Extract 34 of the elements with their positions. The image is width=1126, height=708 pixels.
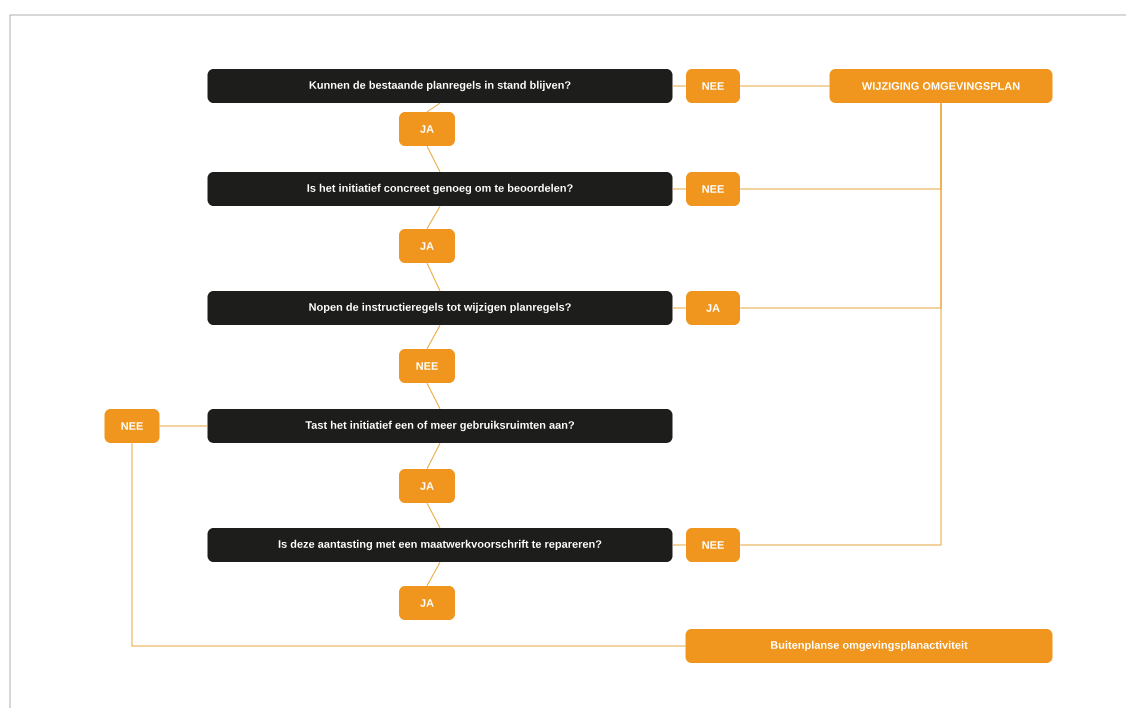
connector-line	[426, 442, 441, 470]
answer-box: JA	[399, 469, 455, 503]
question-box: Is het initiatief concreet genoeg om te beoordelen?	[207, 172, 673, 206]
connector-line	[426, 382, 441, 410]
answer-box: JA	[399, 229, 455, 263]
connector-line	[672, 85, 687, 87]
question-box: Kunnen de bestaande planregels in stand blijven?	[207, 69, 673, 103]
connector-line	[426, 102, 441, 113]
question-box: Tast het initiatief een of meer gebruiksruimten aan?	[207, 409, 673, 443]
connector-line	[426, 145, 441, 173]
answer-box: NEE	[399, 349, 455, 383]
connector-line	[426, 324, 441, 350]
connector-line	[672, 188, 687, 190]
answer-box: JA	[686, 291, 740, 325]
connector-line	[739, 85, 830, 87]
connector-line	[672, 307, 687, 309]
connector-line	[426, 205, 441, 230]
connector-line	[426, 262, 441, 292]
connector-line	[159, 425, 208, 427]
connector-line	[739, 102, 942, 546]
answer-box: JA	[399, 112, 455, 146]
answer-box: NEE	[686, 172, 740, 206]
result-box: Buitenplanse omgevingsplanactiviteit	[685, 629, 1053, 663]
answer-box: NEE	[104, 409, 160, 443]
connector-line	[426, 561, 441, 587]
connector-line	[672, 544, 687, 546]
answer-box: NEE	[686, 528, 740, 562]
connector-line	[426, 502, 441, 529]
connector-line	[131, 442, 686, 647]
question-box: Nopen de instructieregels tot wijzigen planregels?	[207, 291, 673, 325]
answer-box: NEE	[686, 69, 740, 103]
answer-box: JA	[399, 586, 455, 620]
result-box: WIJZIGING OMGEVINGSPLAN	[829, 69, 1053, 103]
question-box: Is deze aantasting met een maatwerkvoorschrift te repareren?	[207, 528, 673, 562]
